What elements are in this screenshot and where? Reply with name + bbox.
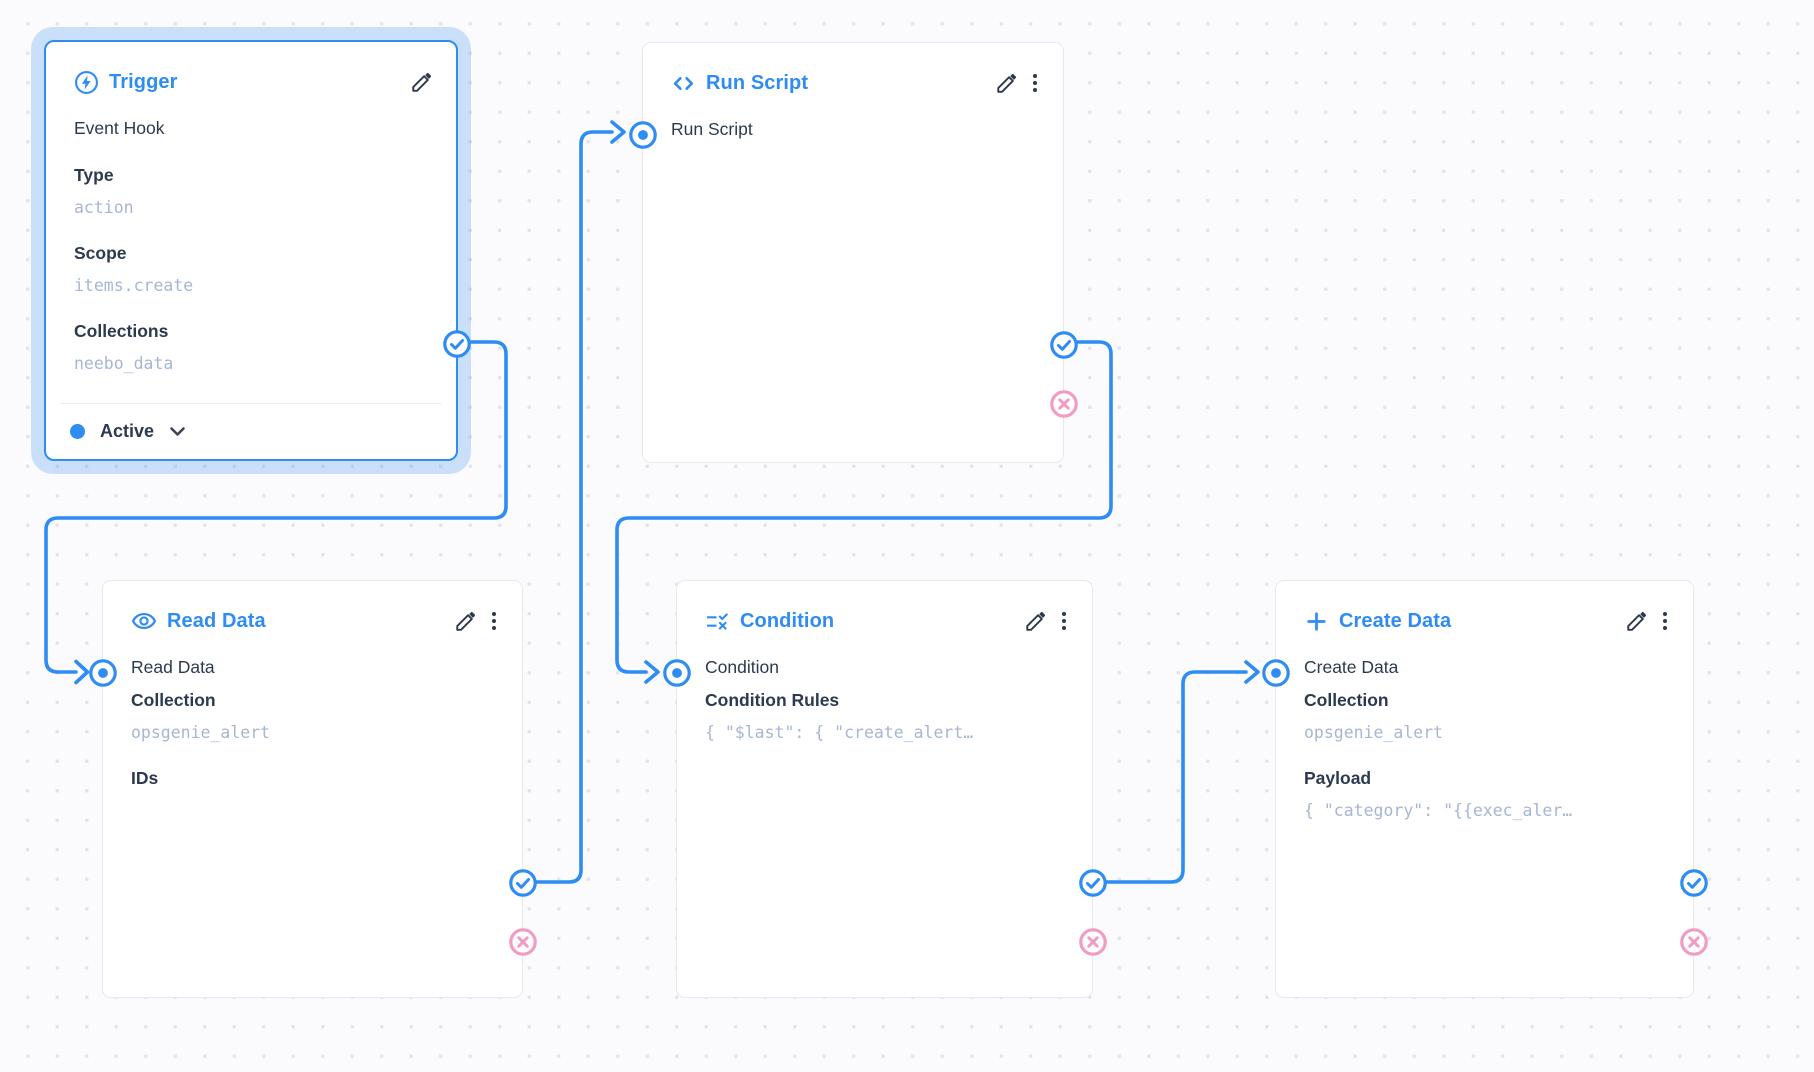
node-condition[interactable]: Condition Condition Condition Rules { "$… <box>662 580 1107 998</box>
field-value: items.create <box>74 276 194 295</box>
field-value: { "category": "{{exec_aler… <box>1304 801 1573 820</box>
field-label: Payload <box>1304 768 1372 788</box>
status-dot-icon <box>70 423 85 439</box>
field-value: opsgenie_alert <box>1304 723 1444 742</box>
resolve-port[interactable] <box>1678 867 1710 899</box>
edit-icon[interactable] <box>1024 609 1048 633</box>
kebab-menu-icon[interactable] <box>1029 72 1041 95</box>
connection-condition-to-create-data <box>1091 660 1260 884</box>
reject-port[interactable] <box>1048 388 1080 420</box>
edit-icon[interactable] <box>1625 609 1649 633</box>
node-trigger[interactable]: Trigger Event Hook Type action Scope ite… <box>44 40 471 461</box>
reject-port[interactable] <box>1077 926 1109 958</box>
field-label: Scope <box>74 243 127 263</box>
bolt-circle-icon <box>74 70 99 95</box>
resolve-port[interactable] <box>1048 329 1080 361</box>
field-label: Collections <box>74 321 169 341</box>
edit-icon[interactable] <box>454 609 478 633</box>
kebab-menu-icon[interactable] <box>1659 610 1671 633</box>
field-value: action <box>74 198 134 217</box>
connection-run-script-to-condition <box>615 340 1113 684</box>
input-label: Create Data <box>1304 657 1399 677</box>
connection-trigger-to-read-data <box>44 340 508 685</box>
connection-read-data-to-run-script <box>521 120 626 884</box>
field-label: Collection <box>1304 690 1389 710</box>
arrowhead-icon <box>74 659 90 685</box>
arrowhead-icon <box>1244 660 1260 684</box>
reject-port[interactable] <box>1678 926 1710 958</box>
input-port[interactable] <box>87 657 119 689</box>
trigger-status-dropdown[interactable]: Active <box>46 403 456 459</box>
node-title: Condition <box>740 609 835 632</box>
kebab-menu-icon[interactable] <box>1058 610 1070 633</box>
field-value: opsgenie_alert <box>131 723 271 742</box>
node-title: Run Script <box>706 71 809 94</box>
field-value: neebo_data <box>74 354 174 373</box>
input-port[interactable] <box>661 657 693 689</box>
plus-icon <box>1304 609 1329 634</box>
field-label: Condition Rules <box>705 690 840 710</box>
trigger-type-label: Event Hook <box>74 118 165 138</box>
node-title: Read Data <box>167 609 266 632</box>
node-run-script[interactable]: Run Script Run Script <box>628 42 1078 463</box>
field-label: Collection <box>131 690 216 710</box>
resolve-port[interactable] <box>441 328 473 360</box>
code-icon <box>671 71 696 96</box>
arrowhead-icon <box>644 660 660 684</box>
edit-icon[interactable] <box>995 71 1019 95</box>
resolve-port[interactable] <box>507 867 539 899</box>
edit-icon[interactable] <box>410 70 434 94</box>
input-label: Condition <box>705 657 779 677</box>
resolve-port[interactable] <box>1077 867 1109 899</box>
node-title: Trigger <box>109 70 178 93</box>
node-create-data[interactable]: Create Data Create Data Collection opsge… <box>1261 580 1708 998</box>
input-label: Read Data <box>131 657 215 677</box>
kebab-menu-icon[interactable] <box>488 610 500 633</box>
reject-port[interactable] <box>507 926 539 958</box>
field-label: IDs <box>131 768 159 788</box>
field-label: Type <box>74 165 114 185</box>
rule-icon <box>705 609 730 634</box>
input-port[interactable] <box>627 119 659 151</box>
arrowhead-icon <box>610 120 626 144</box>
node-title: Create Data <box>1339 609 1452 632</box>
input-label: Run Script <box>671 119 753 139</box>
status-label: Active <box>100 420 155 441</box>
eye-icon <box>131 608 157 634</box>
chevron-down-icon <box>170 426 185 436</box>
input-port[interactable] <box>1260 657 1292 689</box>
field-value: { "$last": { "create_alert… <box>705 723 974 742</box>
node-read-data[interactable]: Read Data Read Data Collection opsgenie_… <box>88 580 537 998</box>
